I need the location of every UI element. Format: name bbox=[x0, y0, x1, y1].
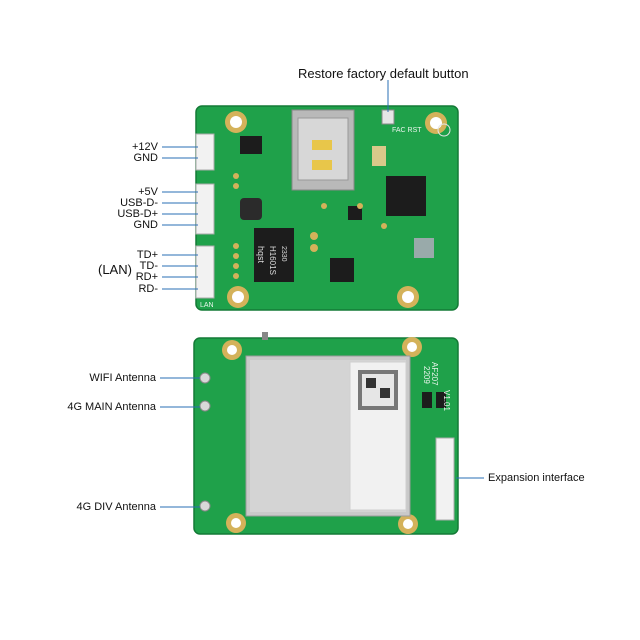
td-plus-label: TD+ bbox=[136, 249, 158, 261]
gnd-1-label: GND bbox=[133, 152, 158, 164]
top-board bbox=[195, 105, 459, 311]
power-12v-label: +12V bbox=[132, 141, 158, 153]
rd-minus-label: RD- bbox=[138, 283, 158, 295]
transformer-brand: hqst bbox=[256, 246, 266, 264]
leader-lines bbox=[160, 80, 484, 508]
wifi-antenna-label: WIFI Antenna bbox=[89, 372, 156, 384]
td-minus-label: TD- bbox=[139, 260, 158, 272]
transformer-code: 2330 bbox=[280, 246, 287, 262]
usb-d-minus-label: USB-D- bbox=[120, 197, 158, 209]
rd-plus-label: RD+ bbox=[135, 271, 158, 283]
model-silk: AF207 bbox=[430, 362, 439, 386]
lan-silk: LAN bbox=[200, 302, 214, 309]
restore-button-label: Restore factory default button bbox=[298, 66, 469, 81]
expansion-label: Expansion interface bbox=[488, 472, 585, 484]
gnd-2-label: GND bbox=[133, 219, 158, 231]
bottom-board bbox=[193, 332, 459, 535]
main-antenna-label: 4G MAIN Antenna bbox=[67, 401, 156, 413]
date-silk: 2209 bbox=[422, 366, 431, 384]
fac-rst-silk: FAC RST bbox=[392, 127, 422, 134]
lan-label: (LAN) bbox=[98, 262, 132, 277]
power-5v-label: +5V bbox=[138, 186, 158, 198]
div-antenna-label: 4G DIV Antenna bbox=[76, 501, 157, 513]
transformer-part: H1601S bbox=[268, 246, 277, 275]
usb-d-plus-label: USB-D+ bbox=[117, 208, 158, 220]
version-silk: V1.01 bbox=[442, 390, 451, 411]
